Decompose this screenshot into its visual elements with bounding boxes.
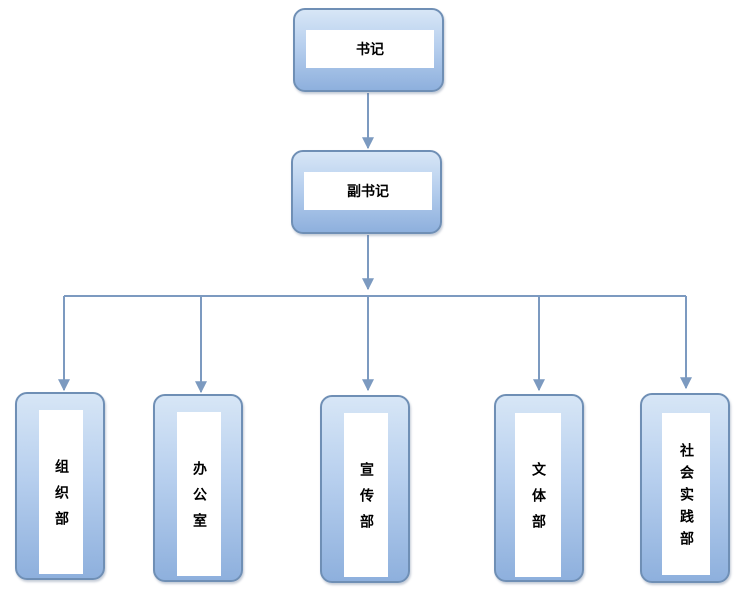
node-organization-dept-label: 组织部 <box>39 410 83 574</box>
node-deputy-secretary-label: 副书记 <box>304 172 432 210</box>
node-secretary: 书记 <box>293 8 444 92</box>
node-culture-sports-dept: 文体部 <box>494 394 584 582</box>
node-office-label: 办公室 <box>177 412 221 576</box>
node-deputy-secretary: 副书记 <box>291 150 442 234</box>
node-culture-sports-dept-label: 文体部 <box>515 413 561 577</box>
node-social-practice-dept: 社会实践部 <box>640 393 730 583</box>
node-publicity-dept: 宣传部 <box>320 395 410 583</box>
node-organization-dept: 组织部 <box>15 392 105 580</box>
node-office: 办公室 <box>153 394 243 582</box>
node-social-practice-dept-label: 社会实践部 <box>662 413 710 575</box>
node-publicity-dept-label: 宣传部 <box>344 413 388 577</box>
node-secretary-label: 书记 <box>306 30 434 68</box>
